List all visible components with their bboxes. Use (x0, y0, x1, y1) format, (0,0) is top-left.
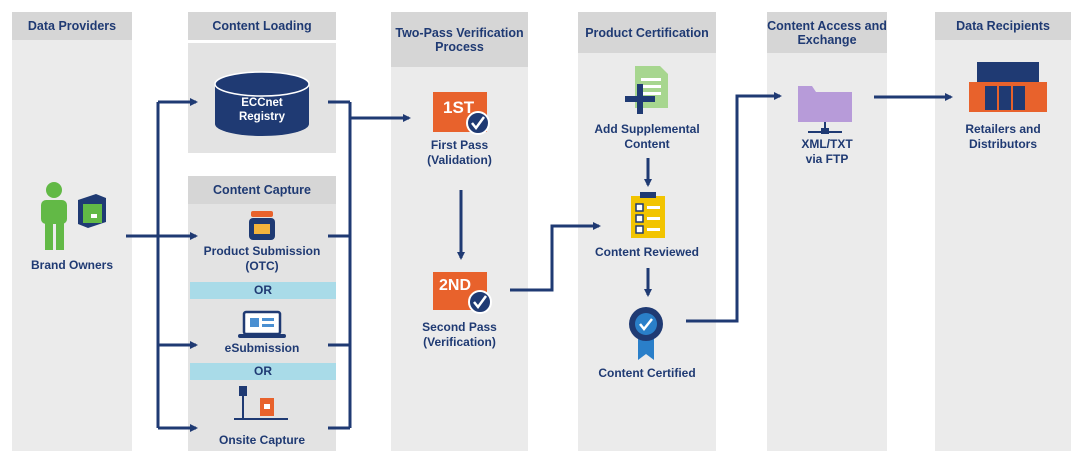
first-pass-label: First Pass (Validation) (427, 138, 492, 167)
column-content-access: Content Access and Exchange (767, 12, 887, 451)
checklist-icon (631, 192, 665, 238)
column-header-data-recipients: Data Recipients (935, 12, 1071, 40)
esubmission-label: eSubmission (224, 341, 300, 355)
certified-seal-icon (629, 307, 663, 360)
content-certified-label: Content Certified (598, 366, 696, 380)
person-icon (41, 182, 67, 250)
store-icon (969, 62, 1047, 112)
product-submission-label: Product Submission (OTC) (203, 244, 321, 273)
add-supplemental-label: Add Supplemental Content (594, 122, 700, 151)
column-header-product-certification: Product Certification (578, 12, 716, 53)
column-header-data-providers: Data Providers (12, 12, 132, 40)
database-icon (214, 71, 310, 136)
second-pass-badge-icon (433, 272, 492, 314)
folder-icon (798, 86, 852, 134)
document-add-icon (625, 66, 668, 114)
content-capture-header: Content Capture (188, 176, 336, 204)
column-header-content-loading: Content Loading (188, 12, 336, 40)
camera-setup-icon (234, 386, 288, 420)
product-box-icon (78, 194, 106, 228)
column-header-content-access: Content Access and Exchange (767, 12, 887, 53)
second-pass-badge-text: 2ND (438, 277, 471, 294)
retailers-label: Retailers and Distributors (965, 122, 1041, 151)
registry-label: ECCnet Registry (238, 97, 286, 123)
or-divider-2: OR (190, 363, 336, 380)
connector-lines (126, 92, 953, 432)
first-pass-badge-icon (433, 92, 490, 135)
onsite-capture-label: Onsite Capture (218, 433, 305, 447)
xml-ftp-label: XML/TXT via FTP (801, 137, 853, 166)
laptop-icon (238, 310, 286, 338)
brand-owners-label: Brand Owners (30, 258, 114, 272)
jar-icon (249, 211, 275, 240)
or-divider-1: OR (190, 282, 336, 299)
column-header-two-pass: Two-Pass Verification Process (391, 12, 528, 67)
content-reviewed-label: Content Reviewed (594, 245, 699, 259)
first-pass-badge-text: 1ST (443, 98, 475, 117)
second-pass-label: Second Pass (Verification) (422, 320, 497, 349)
column-data-providers: Data Providers (12, 12, 132, 451)
